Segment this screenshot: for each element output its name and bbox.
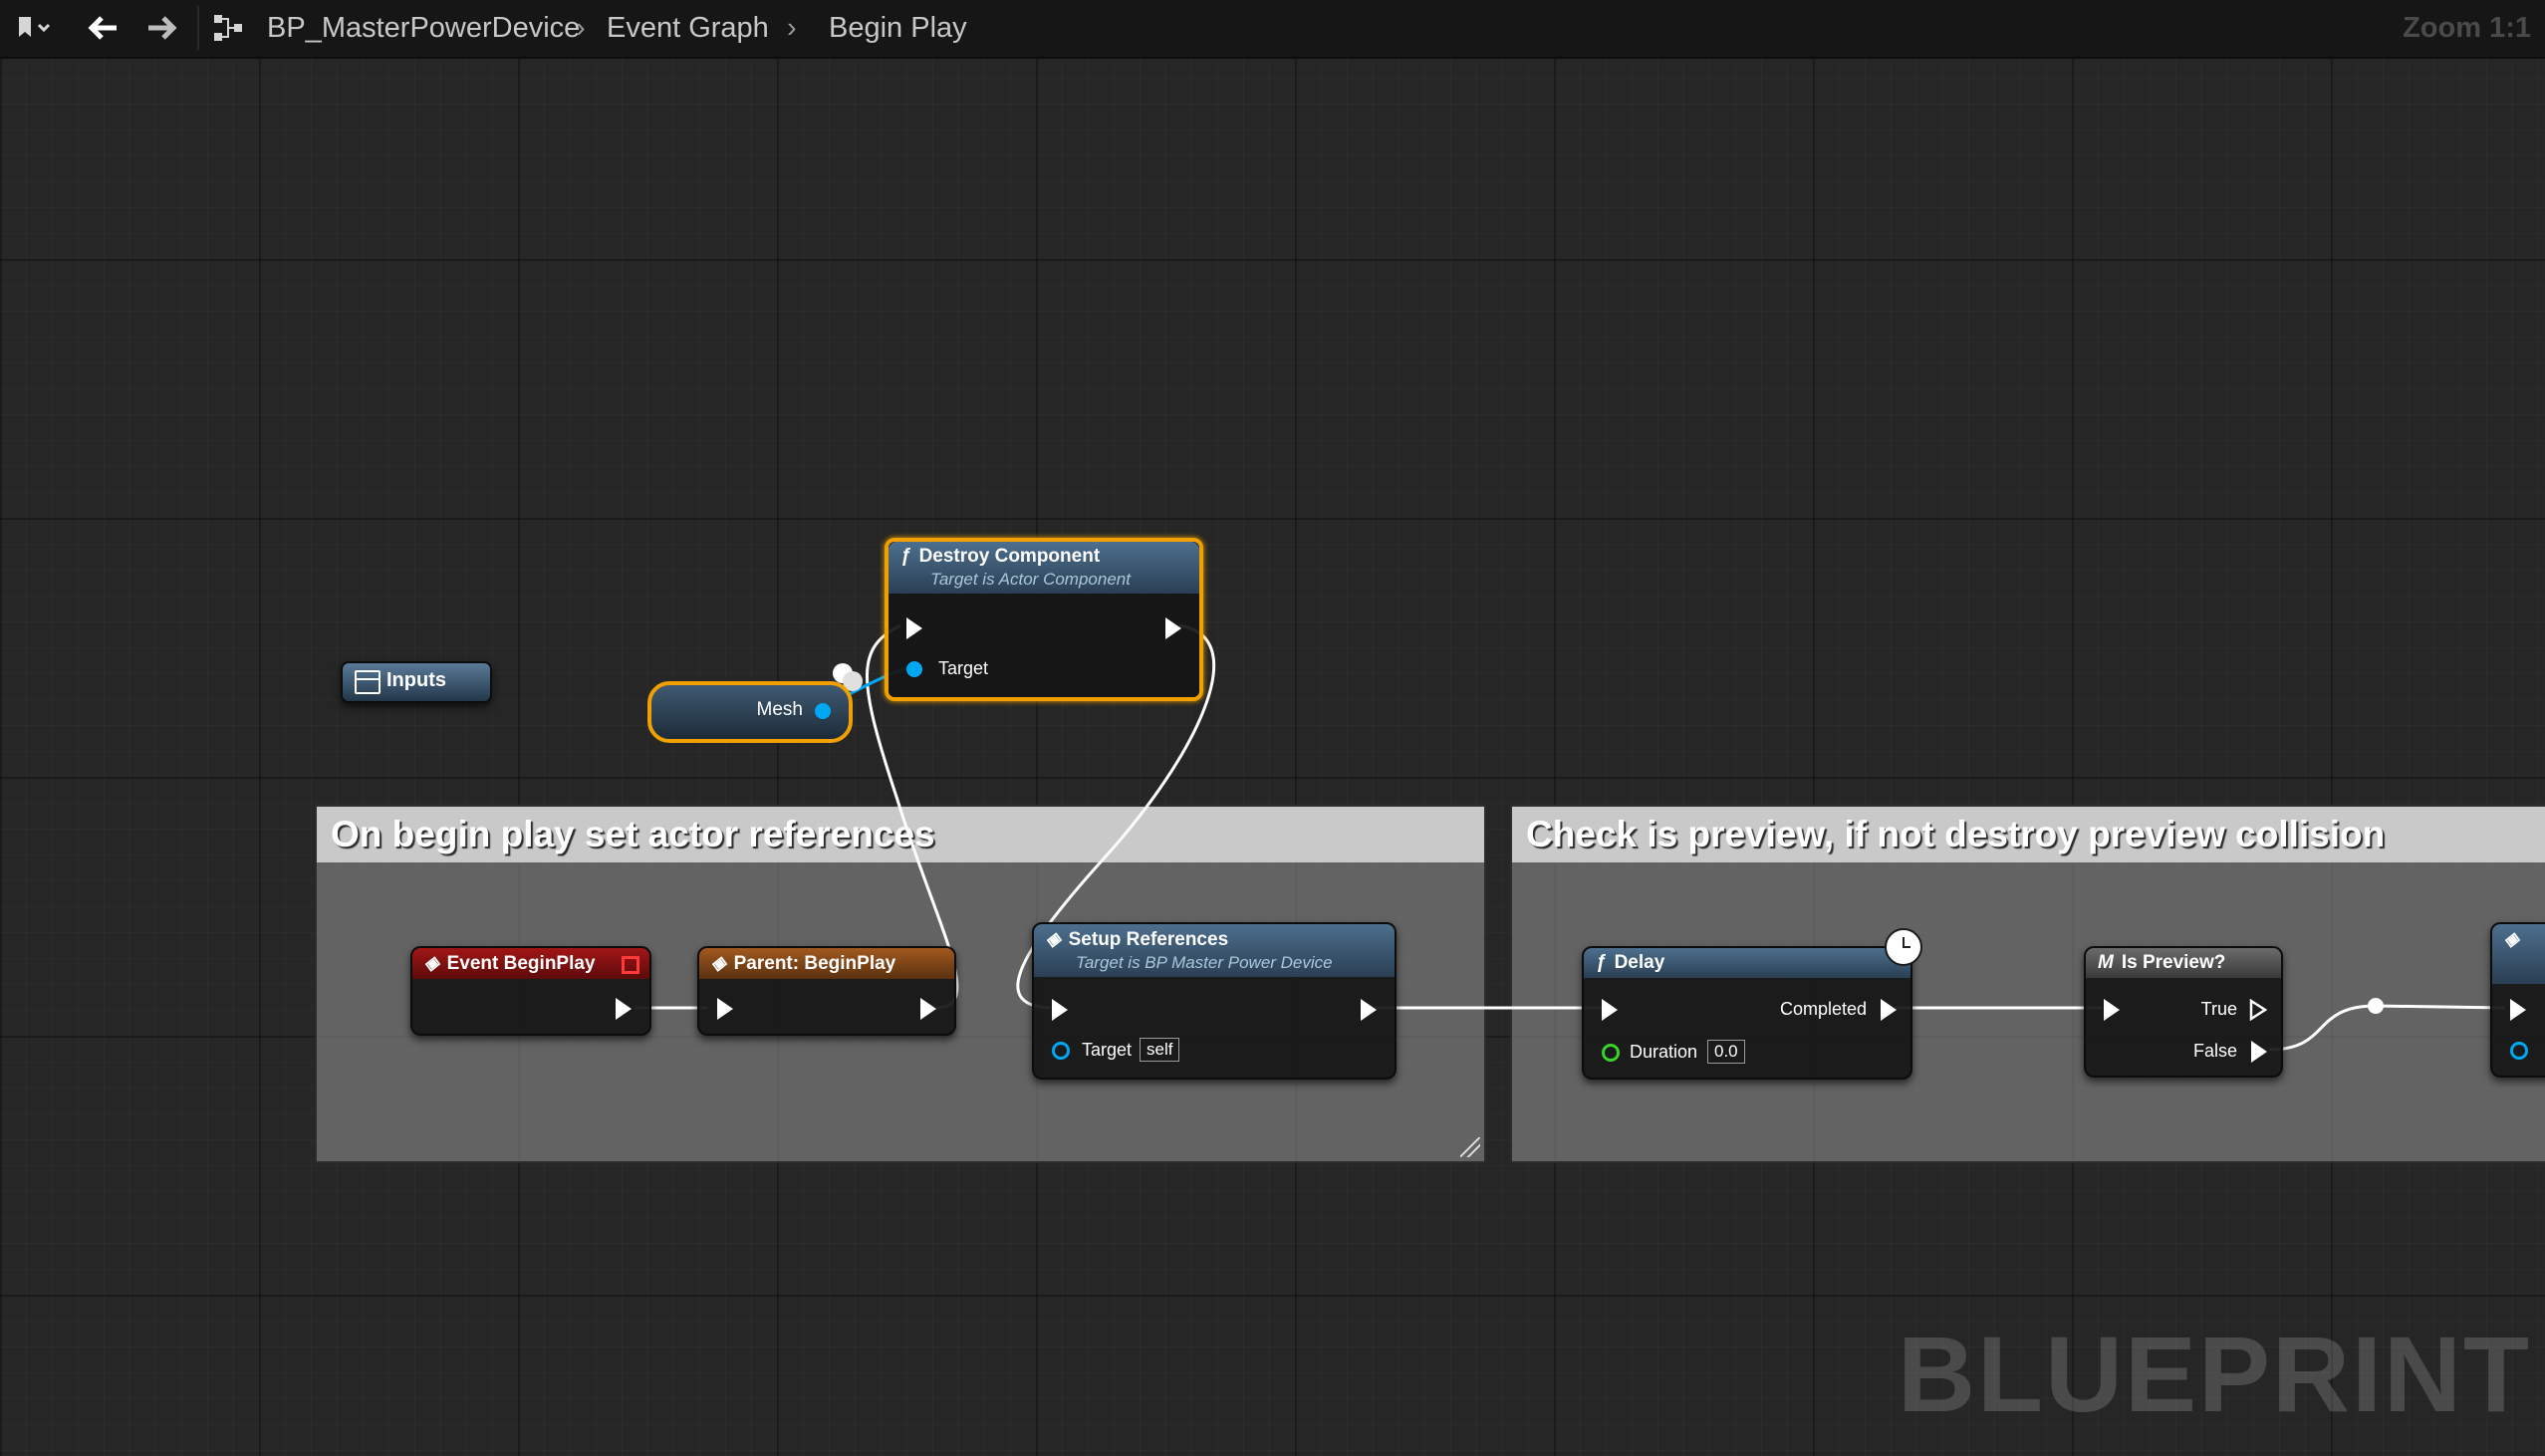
- chevron-right-icon: ›: [787, 10, 797, 46]
- struct-icon: [355, 670, 381, 694]
- inputs-label: Inputs: [386, 669, 446, 692]
- duration-value[interactable]: 0.0: [1707, 1040, 1745, 1064]
- stop-icon: [622, 956, 639, 974]
- exec-output-pin[interactable]: [1165, 617, 1181, 639]
- true-output-pin[interactable]: [2249, 999, 2267, 1021]
- completed-label: Completed: [1780, 999, 1867, 1020]
- bookmark-icon[interactable]: [10, 8, 60, 48]
- node-title: Parent: BeginPlay: [734, 953, 896, 974]
- destroy-component-node[interactable]: ƒ Destroy Component Target is Actor Compo…: [885, 538, 1203, 701]
- is-preview-node[interactable]: M Is Preview? True False: [2084, 946, 2283, 1078]
- zoom-level: Zoom 1:1: [2403, 10, 2531, 46]
- node-title: Is Preview?: [2122, 952, 2226, 973]
- node-header: ƒ Delay: [1584, 948, 1910, 978]
- node-header: ◈ Setup References Target is BP Master Po…: [1034, 924, 1395, 977]
- target-label: Target: [1082, 1040, 1132, 1061]
- breadcrumb-begin-play[interactable]: Begin Play: [829, 10, 967, 46]
- comment-title[interactable]: Check is preview, if not destroy preview…: [1512, 807, 2545, 862]
- chevron-right-icon: ›: [576, 10, 586, 46]
- duration-input-pin[interactable]: [1602, 1044, 1620, 1062]
- exec-output-pin[interactable]: [1361, 999, 1377, 1021]
- event-diamond-icon: ◈: [424, 952, 439, 975]
- duration-label: Duration: [1630, 1042, 1697, 1063]
- breadcrumb-blueprint[interactable]: BP_MasterPowerDevice: [267, 10, 580, 46]
- comment-title[interactable]: On begin play set actor references: [317, 807, 1484, 862]
- macro-icon: M: [2098, 952, 2114, 974]
- target-input-pin[interactable]: [1052, 1042, 1070, 1060]
- node-header: M Is Preview?: [2086, 948, 2281, 978]
- back-arrow-icon[interactable]: [84, 8, 124, 48]
- exec-input-pin[interactable]: [1052, 999, 1068, 1021]
- blueprint-watermark: BLUEPRINT: [1898, 1312, 2531, 1436]
- forward-arrow-icon[interactable]: [141, 8, 181, 48]
- exec-output-pin[interactable]: [920, 998, 936, 1020]
- event-begin-play-node[interactable]: ◈ Event BeginPlay: [410, 946, 651, 1036]
- latent-clock-icon: [1885, 928, 1922, 966]
- delay-node[interactable]: ƒ Delay Completed Duration 0.0: [1582, 946, 1912, 1080]
- event-diamond-icon: ◈: [711, 952, 726, 975]
- false-label: False: [2193, 1041, 2237, 1062]
- exec-input-pin[interactable]: [2104, 999, 2120, 1021]
- breadcrumb-event-graph[interactable]: Event Graph: [607, 10, 769, 46]
- node-title: Event BeginPlay: [447, 953, 596, 974]
- mesh-variable-node[interactable]: Mesh: [647, 681, 853, 743]
- node-title: Setup References: [1069, 929, 1229, 950]
- node-subtitle: Target is BP Master Power Device: [1076, 953, 1383, 973]
- breadcrumb-toolbar: BP_MasterPowerDevice › Event Graph › Beg…: [0, 0, 2545, 59]
- next-node-partial[interactable]: ◈: [2490, 922, 2545, 1078]
- event-diamond-icon: ◈: [1046, 928, 1061, 951]
- node-header: ƒ Destroy Component Target is Actor Compo…: [889, 542, 1199, 594]
- true-label: True: [2201, 999, 2237, 1020]
- target-value[interactable]: self: [1140, 1038, 1179, 1062]
- exec-output-pin[interactable]: [616, 998, 632, 1020]
- exec-input-pin[interactable]: [1602, 999, 1618, 1021]
- resize-grip-icon[interactable]: [1460, 1137, 1480, 1157]
- target-input-pin[interactable]: [906, 661, 922, 677]
- graph-hierarchy-icon[interactable]: [209, 8, 249, 48]
- function-icon: ƒ: [1596, 952, 1607, 974]
- inputs-node[interactable]: Inputs: [341, 661, 492, 703]
- target-input-pin[interactable]: [2510, 1042, 2528, 1060]
- node-header: ◈ Parent: BeginPlay: [699, 948, 954, 979]
- node-title: Delay: [1615, 952, 1665, 973]
- node-subtitle: Target is Actor Component: [930, 570, 1187, 590]
- completed-output-pin[interactable]: [1881, 999, 1897, 1021]
- node-title: Destroy Component: [919, 546, 1101, 567]
- node-header: ◈: [2492, 924, 2545, 984]
- mesh-output-pin[interactable]: [815, 703, 831, 719]
- mesh-label: Mesh: [757, 699, 803, 721]
- exec-input-pin[interactable]: [717, 998, 733, 1020]
- parent-begin-play-node[interactable]: ◈ Parent: BeginPlay: [697, 946, 956, 1036]
- exec-input-pin[interactable]: [906, 617, 922, 639]
- event-diamond-icon: ◈: [2504, 928, 2519, 951]
- setup-references-node[interactable]: ◈ Setup References Target is BP Master Po…: [1032, 922, 1397, 1080]
- node-header: ◈ Event BeginPlay: [412, 948, 649, 979]
- target-label: Target: [938, 658, 988, 679]
- function-icon: ƒ: [900, 546, 911, 568]
- false-output-pin[interactable]: [2251, 1041, 2267, 1063]
- exec-input-pin[interactable]: [2510, 999, 2526, 1021]
